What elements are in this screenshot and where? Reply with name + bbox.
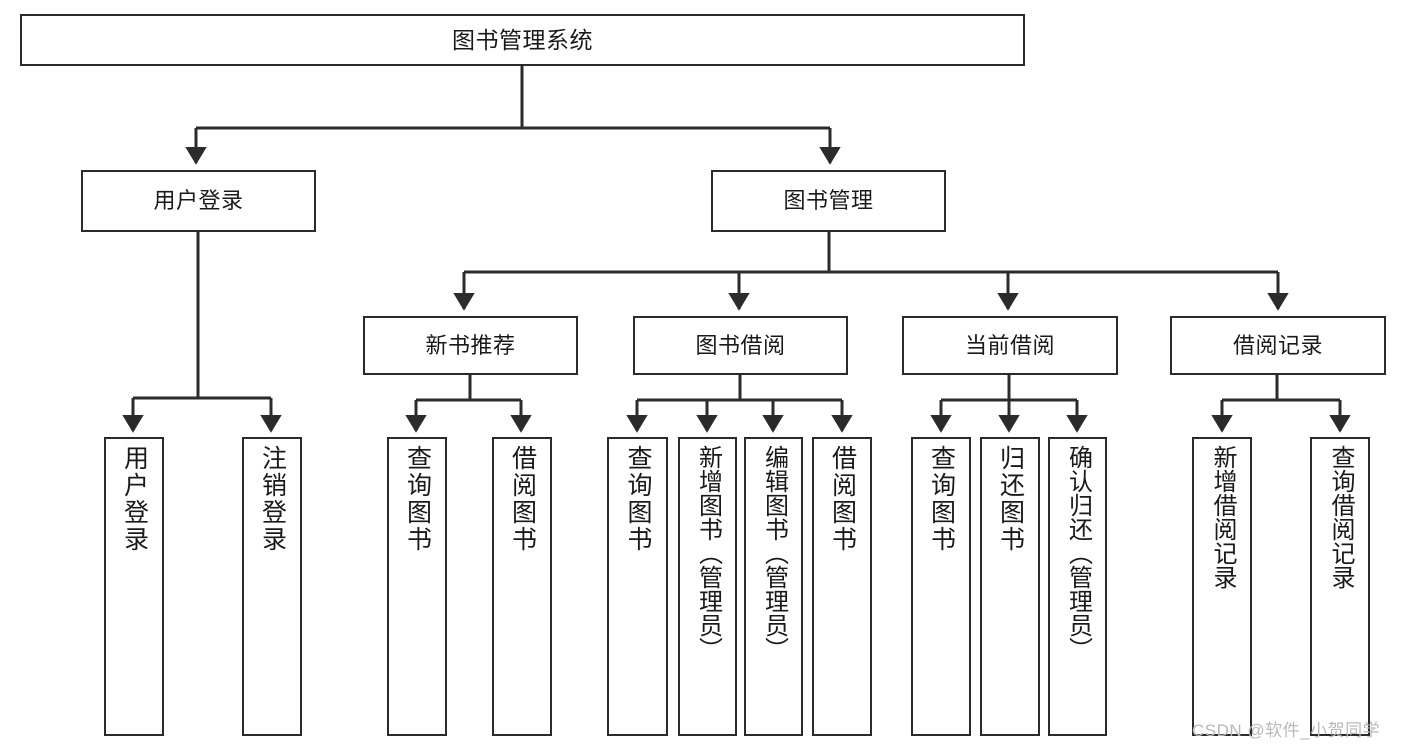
node-book-borrow[interactable]: 图书借阅 <box>633 316 848 375</box>
node-leaf-add-borrow-record[interactable]: 新增借阅记录 <box>1192 437 1252 736</box>
node-label: 当前借阅 <box>964 332 1055 358</box>
node-label: 查询图书 <box>403 445 432 553</box>
node-leaf-edit-book-admin[interactable]: 编辑图书（管理员） <box>744 437 803 736</box>
node-current-borrow[interactable]: 当前借阅 <box>902 316 1118 375</box>
node-label: 借阅图书 <box>828 445 857 553</box>
node-new-book-recommend[interactable]: 新书推荐 <box>363 316 578 375</box>
node-leaf-query-book-recommend[interactable]: 查询图书 <box>387 437 447 736</box>
node-leaf-logout[interactable]: 注销登录 <box>242 437 302 736</box>
node-label: 借阅图书 <box>508 445 537 553</box>
node-label: 注销登录 <box>258 445 287 553</box>
node-leaf-borrow-book-borrow[interactable]: 借阅图书 <box>812 437 872 736</box>
node-label: 借阅记录 <box>1232 332 1323 358</box>
node-user-login[interactable]: 用户登录 <box>81 170 316 232</box>
watermark-text: CSDN @软件_小贺同学 <box>1192 721 1381 740</box>
node-leaf-confirm-return-admin[interactable]: 确认归还（管理员） <box>1048 437 1107 736</box>
node-leaf-return-book[interactable]: 归还图书 <box>980 437 1040 736</box>
node-leaf-query-borrow-record[interactable]: 查询借阅记录 <box>1310 437 1370 736</box>
node-label: 新增借阅记录 <box>1209 445 1236 589</box>
node-book-management[interactable]: 图书管理 <box>711 170 946 232</box>
node-label: 新增图书（管理员） <box>694 445 722 661</box>
node-label: 用户登录 <box>153 188 244 214</box>
node-label: 归还图书 <box>996 445 1025 553</box>
node-label: 查询图书 <box>927 445 956 553</box>
node-leaf-query-book-borrow[interactable]: 查询图书 <box>607 437 668 736</box>
node-leaf-query-book-current[interactable]: 查询图书 <box>911 437 971 736</box>
node-label: 新书推荐 <box>425 332 516 358</box>
node-label: 查询借阅记录 <box>1327 445 1354 589</box>
node-label: 用户登录 <box>120 445 149 553</box>
node-leaf-borrow-book-recommend[interactable]: 借阅图书 <box>492 437 552 736</box>
node-label: 图书管理系统 <box>452 26 593 53</box>
node-label: 图书管理 <box>783 188 874 214</box>
node-root-book-management-system[interactable]: 图书管理系统 <box>20 14 1025 66</box>
node-leaf-add-book-admin[interactable]: 新增图书（管理员） <box>678 437 737 736</box>
node-borrow-record[interactable]: 借阅记录 <box>1170 316 1386 375</box>
node-label: 确认归还（管理员） <box>1064 445 1092 661</box>
node-label: 图书借阅 <box>695 332 786 358</box>
node-label: 编辑图书（管理员） <box>760 445 788 661</box>
node-leaf-user-login[interactable]: 用户登录 <box>104 437 164 736</box>
node-label: 查询图书 <box>624 445 652 553</box>
